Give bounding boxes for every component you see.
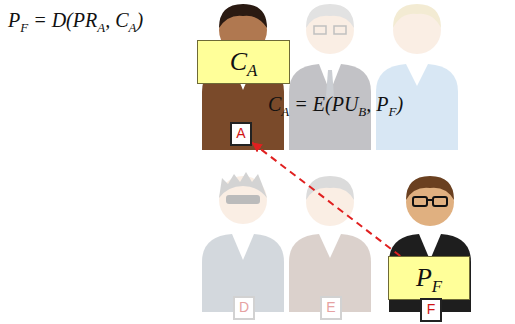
subscript: F (389, 104, 397, 119)
subscript: A (247, 61, 257, 80)
subscript: A (97, 20, 105, 35)
person-hair (219, 172, 267, 198)
text-run: P (8, 9, 20, 31)
person-tag: D (233, 296, 255, 320)
key-name: PF (416, 264, 442, 293)
text-run: ) (396, 93, 403, 115)
text-run: C (268, 93, 281, 115)
text-run: D (239, 299, 249, 315)
text-run: P (416, 263, 432, 292)
person-tag: E (320, 296, 342, 320)
person-letter: D (239, 300, 249, 315)
person-glasses (413, 197, 427, 206)
person-glasses (427, 199, 433, 201)
person-collar (232, 234, 254, 260)
text-run: E (326, 299, 335, 315)
person-collar (406, 64, 428, 86)
person-glasses (433, 197, 447, 206)
text-run: ) (136, 9, 143, 31)
text-run: = D(PR (28, 9, 97, 31)
faded-person (202, 172, 284, 312)
text-run: A (236, 125, 245, 141)
person-hair (306, 176, 354, 200)
text-run: F (427, 301, 436, 317)
text-run: = E(PU (289, 93, 358, 115)
person-hair (306, 4, 354, 28)
subscript: F (20, 20, 28, 35)
message-arrow (252, 142, 400, 256)
text-run: , P (366, 93, 388, 115)
formula-label: CA = E(PUB, PF) (268, 92, 403, 116)
text-run: C (230, 47, 247, 76)
faded-person (289, 4, 371, 150)
person-body (289, 64, 371, 150)
formula-label: PF = D(PRA, CA) (8, 8, 143, 32)
faded-person (376, 4, 458, 150)
person-tag: A (230, 122, 252, 146)
person-f (389, 176, 471, 312)
faded-person (289, 176, 371, 312)
key-name: CA (230, 48, 258, 77)
subscript: A (281, 104, 289, 119)
person-glasses (314, 26, 326, 34)
person-hair (393, 4, 441, 28)
key-box: CA (197, 40, 290, 84)
key-box: PF (388, 256, 470, 300)
person-tag: F (420, 298, 442, 322)
person-letter: A (236, 126, 245, 141)
person-collar (319, 234, 341, 258)
person-sunglasses (226, 195, 260, 204)
person-hair (219, 4, 267, 28)
person-letter: F (427, 302, 436, 317)
text-run: , C (105, 9, 128, 31)
person-hair (406, 176, 454, 200)
person-letter: E (326, 300, 335, 315)
subscript: F (432, 277, 442, 296)
subscript: A (129, 20, 137, 35)
subscript: B (358, 104, 366, 119)
person-glasses (334, 26, 346, 34)
